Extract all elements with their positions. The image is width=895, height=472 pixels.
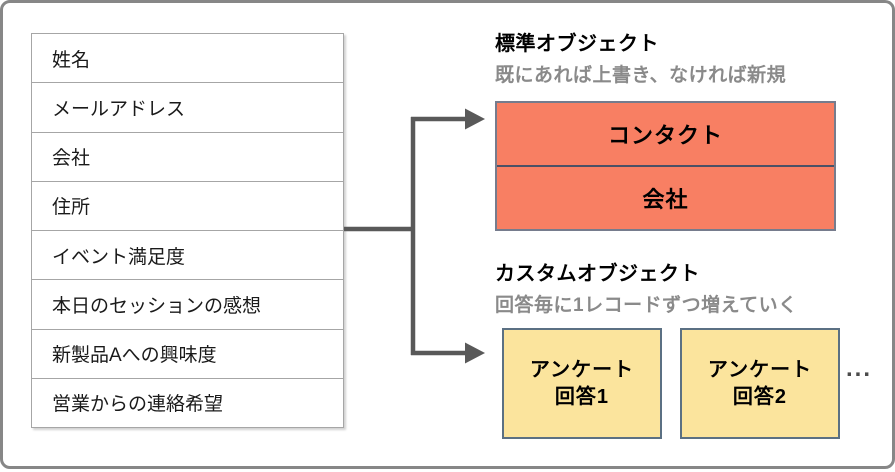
custom-object-card-row: アンケート 回答1 アンケート 回答2 [502, 328, 840, 439]
form-field-label: メールアドレス [52, 98, 186, 120]
survey-response-card-label: アンケート 回答2 [708, 357, 812, 411]
form-field-row: 住所 [32, 182, 343, 231]
form-field-row: 本日のセッションの感想 [32, 280, 343, 330]
form-field-label: 営業からの連絡希望 [52, 394, 224, 416]
form-field-row: メールアドレス [32, 83, 343, 133]
card-label-line2: 回答1 [554, 385, 610, 408]
survey-response-card-2: アンケート 回答2 [680, 328, 840, 439]
standard-object-item-company: 会社 [642, 187, 689, 212]
custom-object-title: カスタムオブジェクト [495, 263, 700, 285]
form-field-table: 姓名 メールアドレス 会社 住所 イベント満足度 本日のセッションの感想 新製品… [31, 33, 344, 428]
standard-object-item-contact: コンタクト [497, 103, 834, 167]
survey-response-card-1: アンケート 回答1 [502, 328, 662, 439]
form-field-label: 新製品Aへの興味度 [52, 345, 217, 367]
card-label-line1: アンケート [529, 358, 635, 381]
form-field-row: 姓名 [32, 34, 343, 84]
survey-response-card-label: アンケート 回答1 [530, 357, 634, 411]
form-field-row: 会社 [32, 133, 343, 182]
custom-object-subtitle: 回答毎に1レコードずつ増えていく [495, 295, 798, 316]
more-cards-ellipsis: ... [846, 355, 873, 382]
form-field-label: 姓名 [52, 49, 91, 71]
form-field-row: 新製品Aへの興味度 [32, 330, 343, 379]
arrowhead-bottom-icon [465, 342, 485, 364]
form-field-label: 本日のセッションの感想 [52, 295, 262, 317]
standard-object-title: 標準オブジェクト [495, 33, 659, 55]
form-field-label: 住所 [52, 197, 91, 219]
form-field-label: イベント満足度 [52, 246, 186, 268]
arrowhead-top-icon [465, 108, 485, 130]
standard-object-box: コンタクト 会社 [495, 101, 836, 231]
form-field-row: イベント満足度 [32, 231, 343, 281]
standard-object-subtitle: 既にあれば上書き、なければ新規 [495, 65, 787, 86]
card-label-line1: アンケート [707, 358, 813, 381]
form-field-row: 営業からの連絡希望 [32, 379, 343, 427]
card-label-line2: 回答2 [732, 385, 788, 408]
form-field-label: 会社 [52, 148, 91, 170]
